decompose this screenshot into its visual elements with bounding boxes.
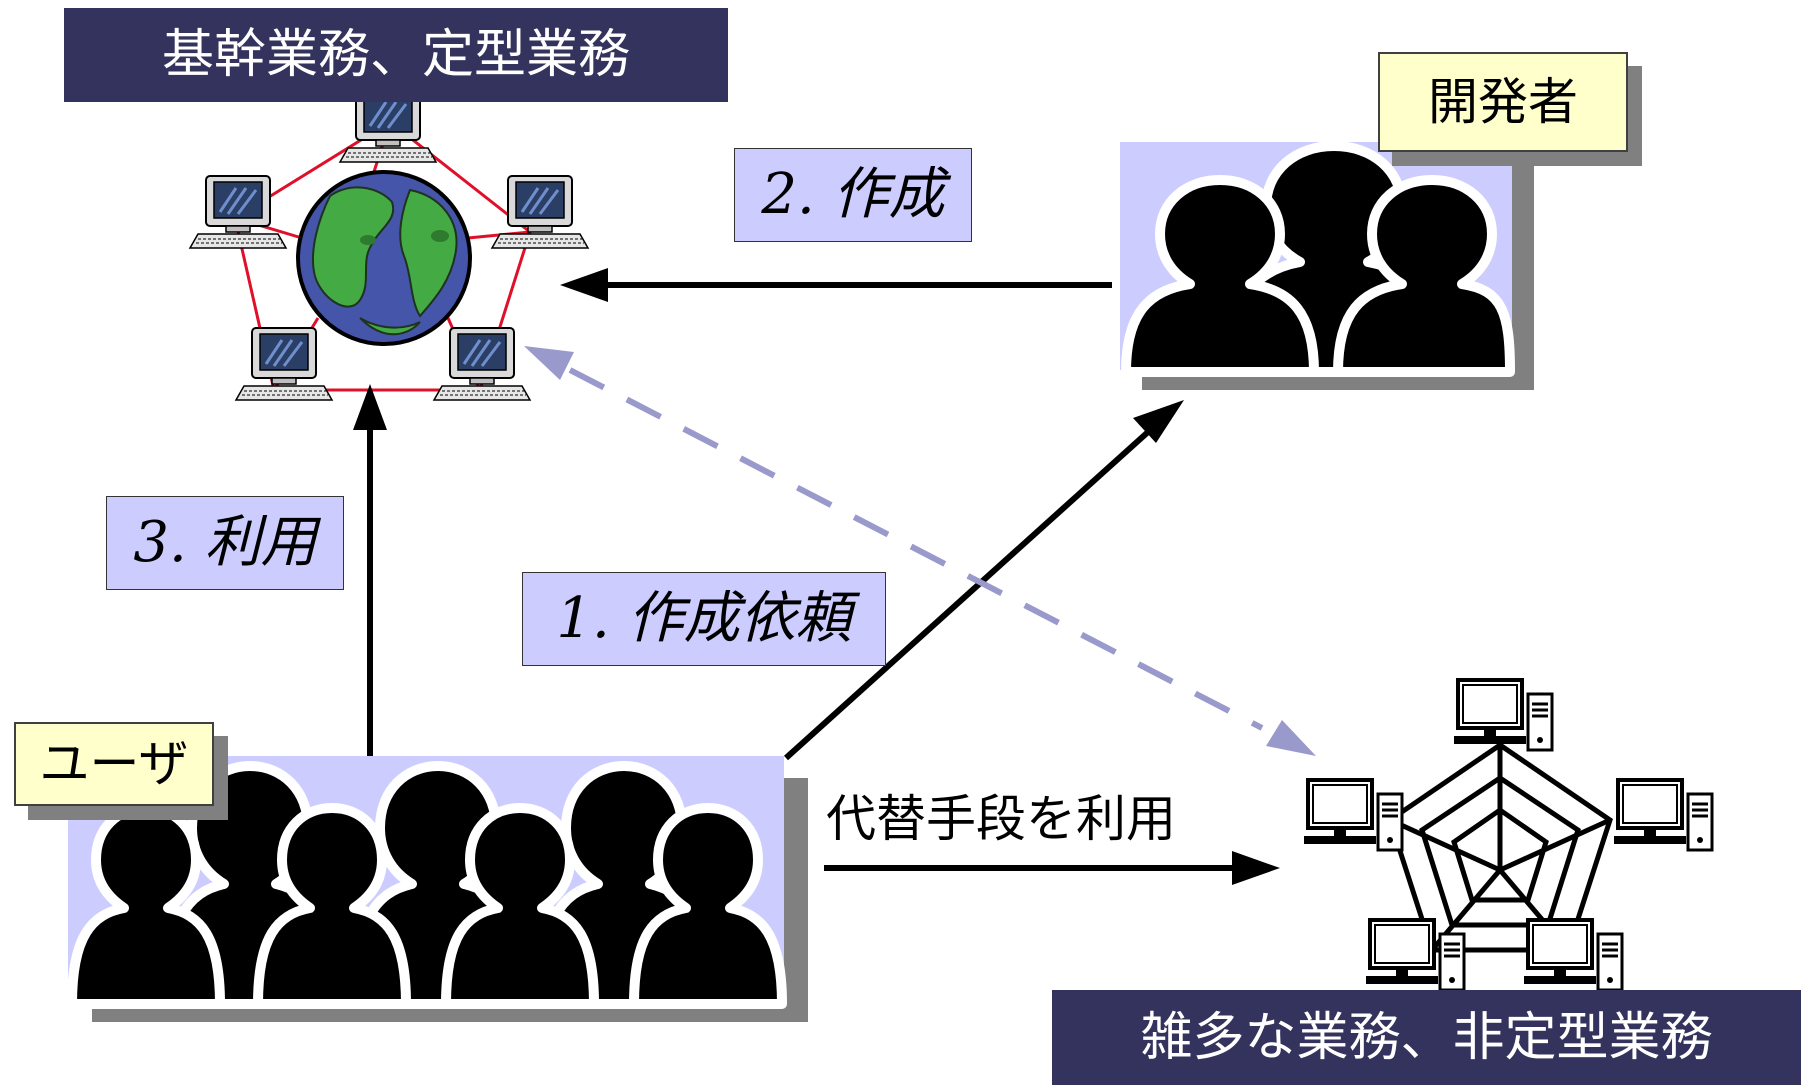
misc-business-label: 雑多な業務、非定型業務	[1052, 990, 1801, 1085]
step-request-label: 1. 作成依頼	[522, 572, 886, 666]
user-tag: ユーザ	[14, 722, 214, 806]
user-group-panel	[67, 756, 808, 1022]
computer-icon	[432, 326, 532, 402]
alternative-means-label: 代替手段を利用	[826, 790, 1176, 848]
computer-icon	[234, 326, 334, 402]
misc-network-icon	[1302, 678, 1714, 992]
computer-icon	[188, 174, 288, 250]
arrow-request	[783, 400, 1184, 761]
arrow-use	[353, 384, 387, 756]
step-create-label: 2. 作成	[734, 148, 972, 242]
developer-group-panel	[1120, 141, 1534, 390]
people-silhouette-icon	[67, 761, 787, 1009]
developer-tag: 開発者	[1378, 52, 1628, 152]
computer-icon	[1452, 678, 1554, 752]
computer-icon	[1522, 918, 1624, 992]
people-silhouette-icon	[1121, 141, 1515, 377]
step-use-label: 3. 利用	[106, 496, 344, 590]
core-network-icon	[188, 88, 590, 402]
arrow-alternative	[824, 851, 1280, 885]
arrow-create	[560, 268, 1112, 302]
arrow-dashed-bidirectional	[524, 346, 1316, 756]
computer-icon	[1302, 778, 1404, 852]
computer-icon	[1612, 778, 1714, 852]
globe-icon	[296, 170, 472, 346]
core-business-label: 基幹業務、定型業務	[64, 8, 728, 102]
